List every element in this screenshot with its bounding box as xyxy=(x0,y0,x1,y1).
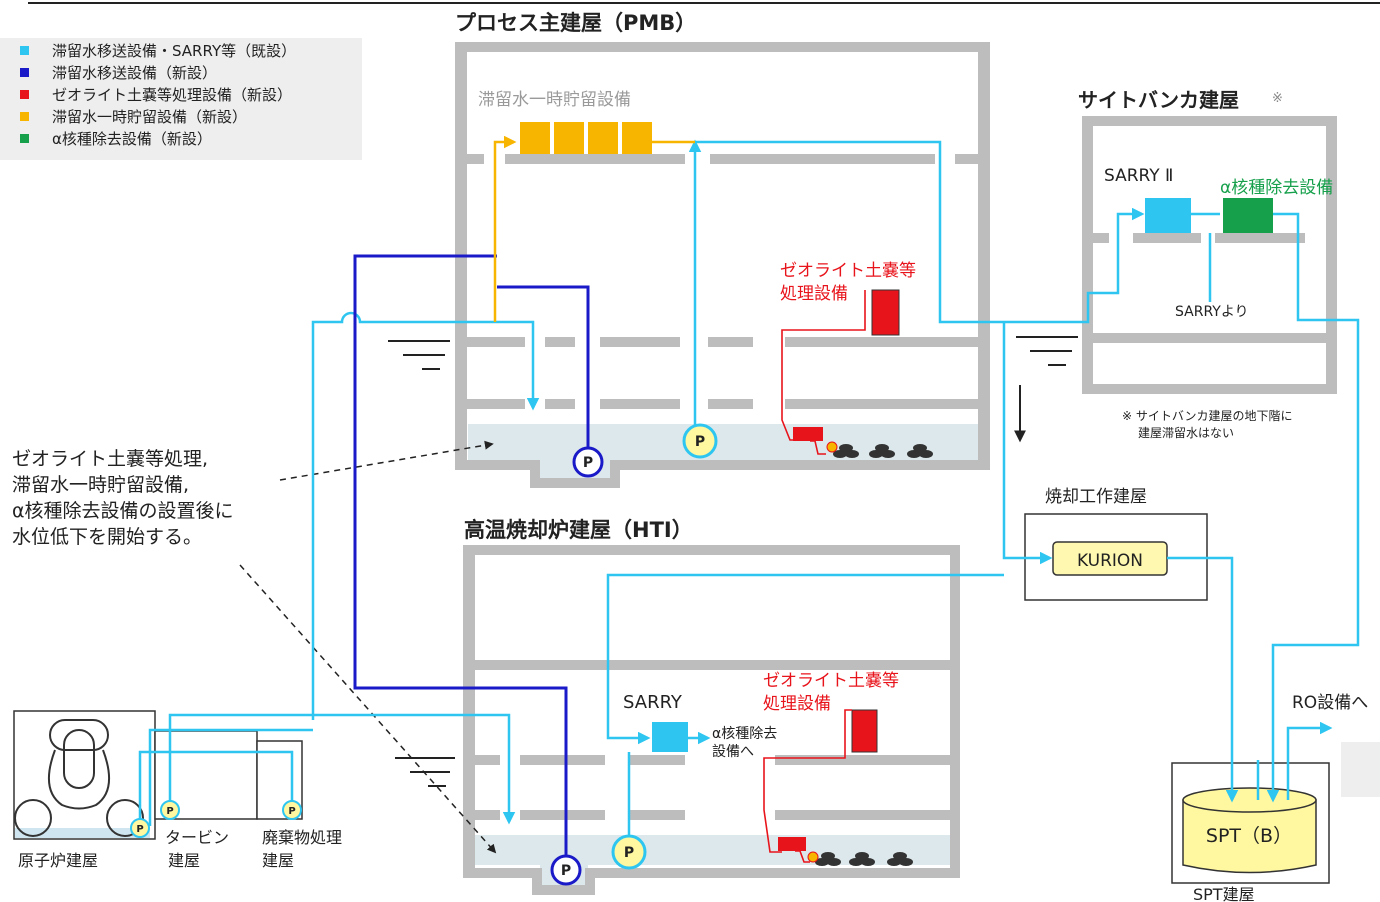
legend-existing: 滞留水移送設備・SARRY等（既設） xyxy=(52,42,296,60)
turbine-label-2: 建屋 xyxy=(168,851,200,870)
legend: 滞留水移送設備・SARRY等（既設） 滞留水移送設備（新設） ゼオライト土嚢等処… xyxy=(0,38,362,160)
hti-sarry-unit xyxy=(652,722,688,752)
new-transfer-pipes xyxy=(353,254,590,860)
hti-to-alpha-2: 設備へ xyxy=(712,744,754,760)
legend-swatch-existing xyxy=(20,46,29,55)
pmb-storage-label: 滞留水一時貯留設備 xyxy=(478,90,631,110)
pump-pmb-existing: P xyxy=(682,423,718,459)
incineration-title: 焼却工作建屋 xyxy=(1045,487,1147,507)
sitebunker-note-2: 建屋滞留水はない xyxy=(1138,426,1234,440)
pmb-zeolite-collector xyxy=(793,427,823,441)
hti-ground-symbol xyxy=(395,757,455,787)
hti-water xyxy=(475,835,950,865)
svg-text:P: P xyxy=(695,434,705,450)
legend-swatch-zeolite xyxy=(20,90,29,99)
hti-zeolite-unit xyxy=(851,709,878,753)
waste-label-1: 廃棄物処理 xyxy=(262,828,342,847)
sitebunker-alpha-unit xyxy=(1223,198,1273,233)
pump-hti-zeolite xyxy=(807,851,819,863)
hti-zeolite-label-1: ゼオライト土嚢等 xyxy=(763,671,899,691)
pump-pmb-zeolite xyxy=(826,441,838,453)
pmb-water xyxy=(468,424,978,460)
legend-storage: 滞留水一時貯留設備（新設） xyxy=(52,108,247,126)
annotation-line-1: ゼオライト土嚢等処理, xyxy=(12,448,208,470)
sitebunker-sarry2-label: SARRY Ⅱ xyxy=(1104,166,1173,186)
legend-new-transfer: 滞留水移送設備（新設） xyxy=(52,64,217,82)
hti-zeolite-collector xyxy=(778,837,806,851)
spt-building-label: SPT建屋 xyxy=(1193,885,1255,902)
sitebunker-note-1: ※ サイトバンカ建屋の地下階に xyxy=(1122,408,1292,423)
spt-tank-label: SPT（B） xyxy=(1206,825,1292,847)
pmb-sandbags xyxy=(833,444,933,458)
annotation-line-4: 水位低下を開始する。 xyxy=(12,526,202,548)
legend-alpha: α核種除去設備（新設） xyxy=(52,130,212,148)
pump-pmb-new: P xyxy=(572,446,604,478)
hti-to-alpha-1: α核種除去 xyxy=(712,726,777,742)
pmb-building: プロセス主建屋（PMB） 滞留水一時貯留設備 xyxy=(388,11,990,488)
pmb-title: プロセス主建屋（PMB） xyxy=(455,11,696,35)
mid-ground-symbol xyxy=(1016,336,1078,366)
spt-building: SPT（B） SPT建屋 RO設備へ xyxy=(1171,693,1380,902)
pmb-storage-tank-4 xyxy=(622,122,652,154)
svg-text:P: P xyxy=(624,845,634,861)
svg-text:P: P xyxy=(166,806,173,817)
svg-text:P: P xyxy=(561,863,571,879)
legend-swatch-new-transfer xyxy=(20,68,29,77)
sitebunker-title-mark: ※ xyxy=(1272,91,1283,106)
sitebunker-title: サイトバンカ建屋 xyxy=(1078,88,1239,112)
hti-zeolite-label-2: 処理設備 xyxy=(763,694,831,714)
existing-pipes xyxy=(138,139,1360,837)
pump-hti-existing: P xyxy=(611,834,647,870)
reactor-building: 原子炉建屋 xyxy=(13,710,156,870)
pmb-storage-tank-1 xyxy=(520,122,550,154)
reactor-vessel-icon xyxy=(14,719,144,837)
pump-reactor: P xyxy=(130,818,150,838)
pmb-storage-tank-2 xyxy=(554,122,584,154)
storage-pipes xyxy=(493,135,695,322)
pmb-zeolite-label-2: 処理設備 xyxy=(780,284,848,304)
kurion-label: KURION xyxy=(1077,551,1143,571)
incineration-building: 焼却工作建屋 KURION xyxy=(1024,487,1208,601)
annotation: ゼオライト土嚢等処理, 滞留水一時貯留設備, α核種除去設備の設置後に 水位低下… xyxy=(12,440,497,854)
pmb-ground-symbol xyxy=(388,340,450,370)
pump-hti-new: P xyxy=(550,854,582,886)
legend-zeolite: ゼオライト土嚢等処理設備（新設） xyxy=(52,86,292,104)
cropped-box xyxy=(1341,742,1380,797)
pmb-zeolite-unit xyxy=(871,289,900,336)
to-ro-label: RO設備へ xyxy=(1292,693,1368,713)
annotation-line-2: 滞留水一時貯留設備, xyxy=(12,474,189,496)
pump-waste: P xyxy=(282,800,302,820)
sitebunker-from-sarry: SARRYより xyxy=(1175,304,1249,320)
annotation-arrow-pmb xyxy=(279,440,494,481)
turbine-label-1: タービン xyxy=(165,828,229,847)
site-bunker-building: サイトバンカ建屋 ※ SARRY Ⅱ α核種除去設備 SARRYより ※ サイト… xyxy=(1078,88,1337,440)
annotation-line-3: α核種除去設備の設置後に xyxy=(12,500,234,522)
spt-tank-top xyxy=(1182,787,1317,813)
waste-label-2: 建屋 xyxy=(262,851,294,870)
legend-swatch-storage xyxy=(20,112,29,121)
pmb-zeolite-label-1: ゼオライト土嚢等 xyxy=(780,261,916,281)
pump-turbine: P xyxy=(160,800,180,820)
zeolite-pipes xyxy=(763,290,866,863)
legend-swatch-alpha xyxy=(20,134,29,143)
annotation-arrow-hti xyxy=(239,564,497,854)
hti-sarry-label: SARRY xyxy=(623,692,683,713)
pmb-storage-tank-3 xyxy=(588,122,618,154)
svg-text:P: P xyxy=(288,806,295,817)
sitebunker-alpha-label: α核種除去設備 xyxy=(1220,178,1333,198)
svg-text:P: P xyxy=(583,455,593,471)
hti-sandbags xyxy=(815,852,913,866)
reactor-label: 原子炉建屋 xyxy=(18,851,98,870)
sitebunker-sarry2-unit xyxy=(1145,198,1191,233)
hti-title: 高温焼却炉建屋（HTI） xyxy=(464,518,693,542)
svg-text:P: P xyxy=(136,824,143,835)
